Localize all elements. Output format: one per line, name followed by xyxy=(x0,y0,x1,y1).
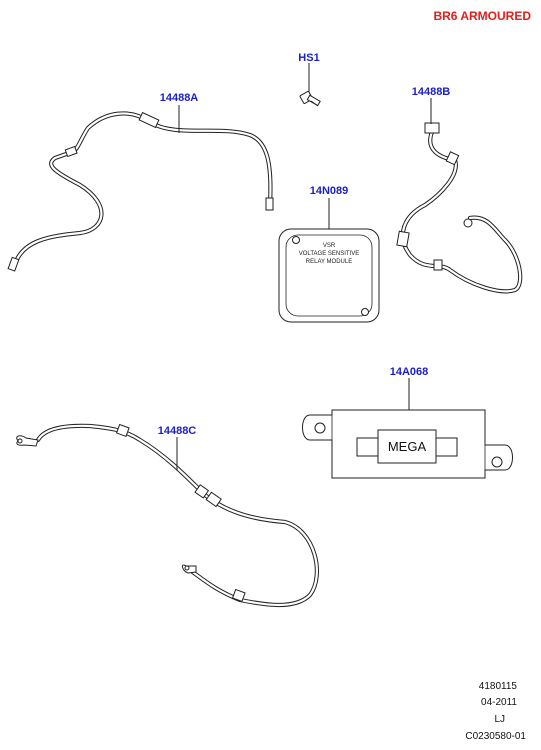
footer-illustration-code: C0230580-01 xyxy=(465,731,526,742)
cable-14488c-illustration xyxy=(16,423,319,608)
mega-fuse-text: MEGA xyxy=(388,439,427,454)
hs1-label: HS1 xyxy=(298,52,319,64)
vsr-text-line-3: RELAY MODULE xyxy=(306,259,352,265)
footer-date: 04-2011 xyxy=(481,697,517,708)
diagram-title: BR6 ARMOURED xyxy=(433,9,531,23)
14488c-label: 14488C xyxy=(158,425,197,437)
footer-part-number: 4180115 xyxy=(479,681,518,692)
vsr-module-illustration xyxy=(278,228,380,323)
vsr-text-line-2: VOLTAGE SENSITIVE xyxy=(299,251,359,257)
14488b-label: 14488B xyxy=(412,86,451,98)
14488a-label: 14488A xyxy=(160,92,199,104)
vsr-text-line-1: VSR xyxy=(323,243,336,249)
hs1-bolt-illustration xyxy=(299,63,321,107)
footer-model-code: LJ xyxy=(494,714,505,725)
cable-14488a-illustration xyxy=(7,111,274,272)
14a068-label: 14A068 xyxy=(390,366,429,378)
cable-14488b-illustration xyxy=(396,122,523,294)
14n089-label: 14N089 xyxy=(310,185,349,197)
mega-fuse-holder-illustration xyxy=(302,409,513,479)
